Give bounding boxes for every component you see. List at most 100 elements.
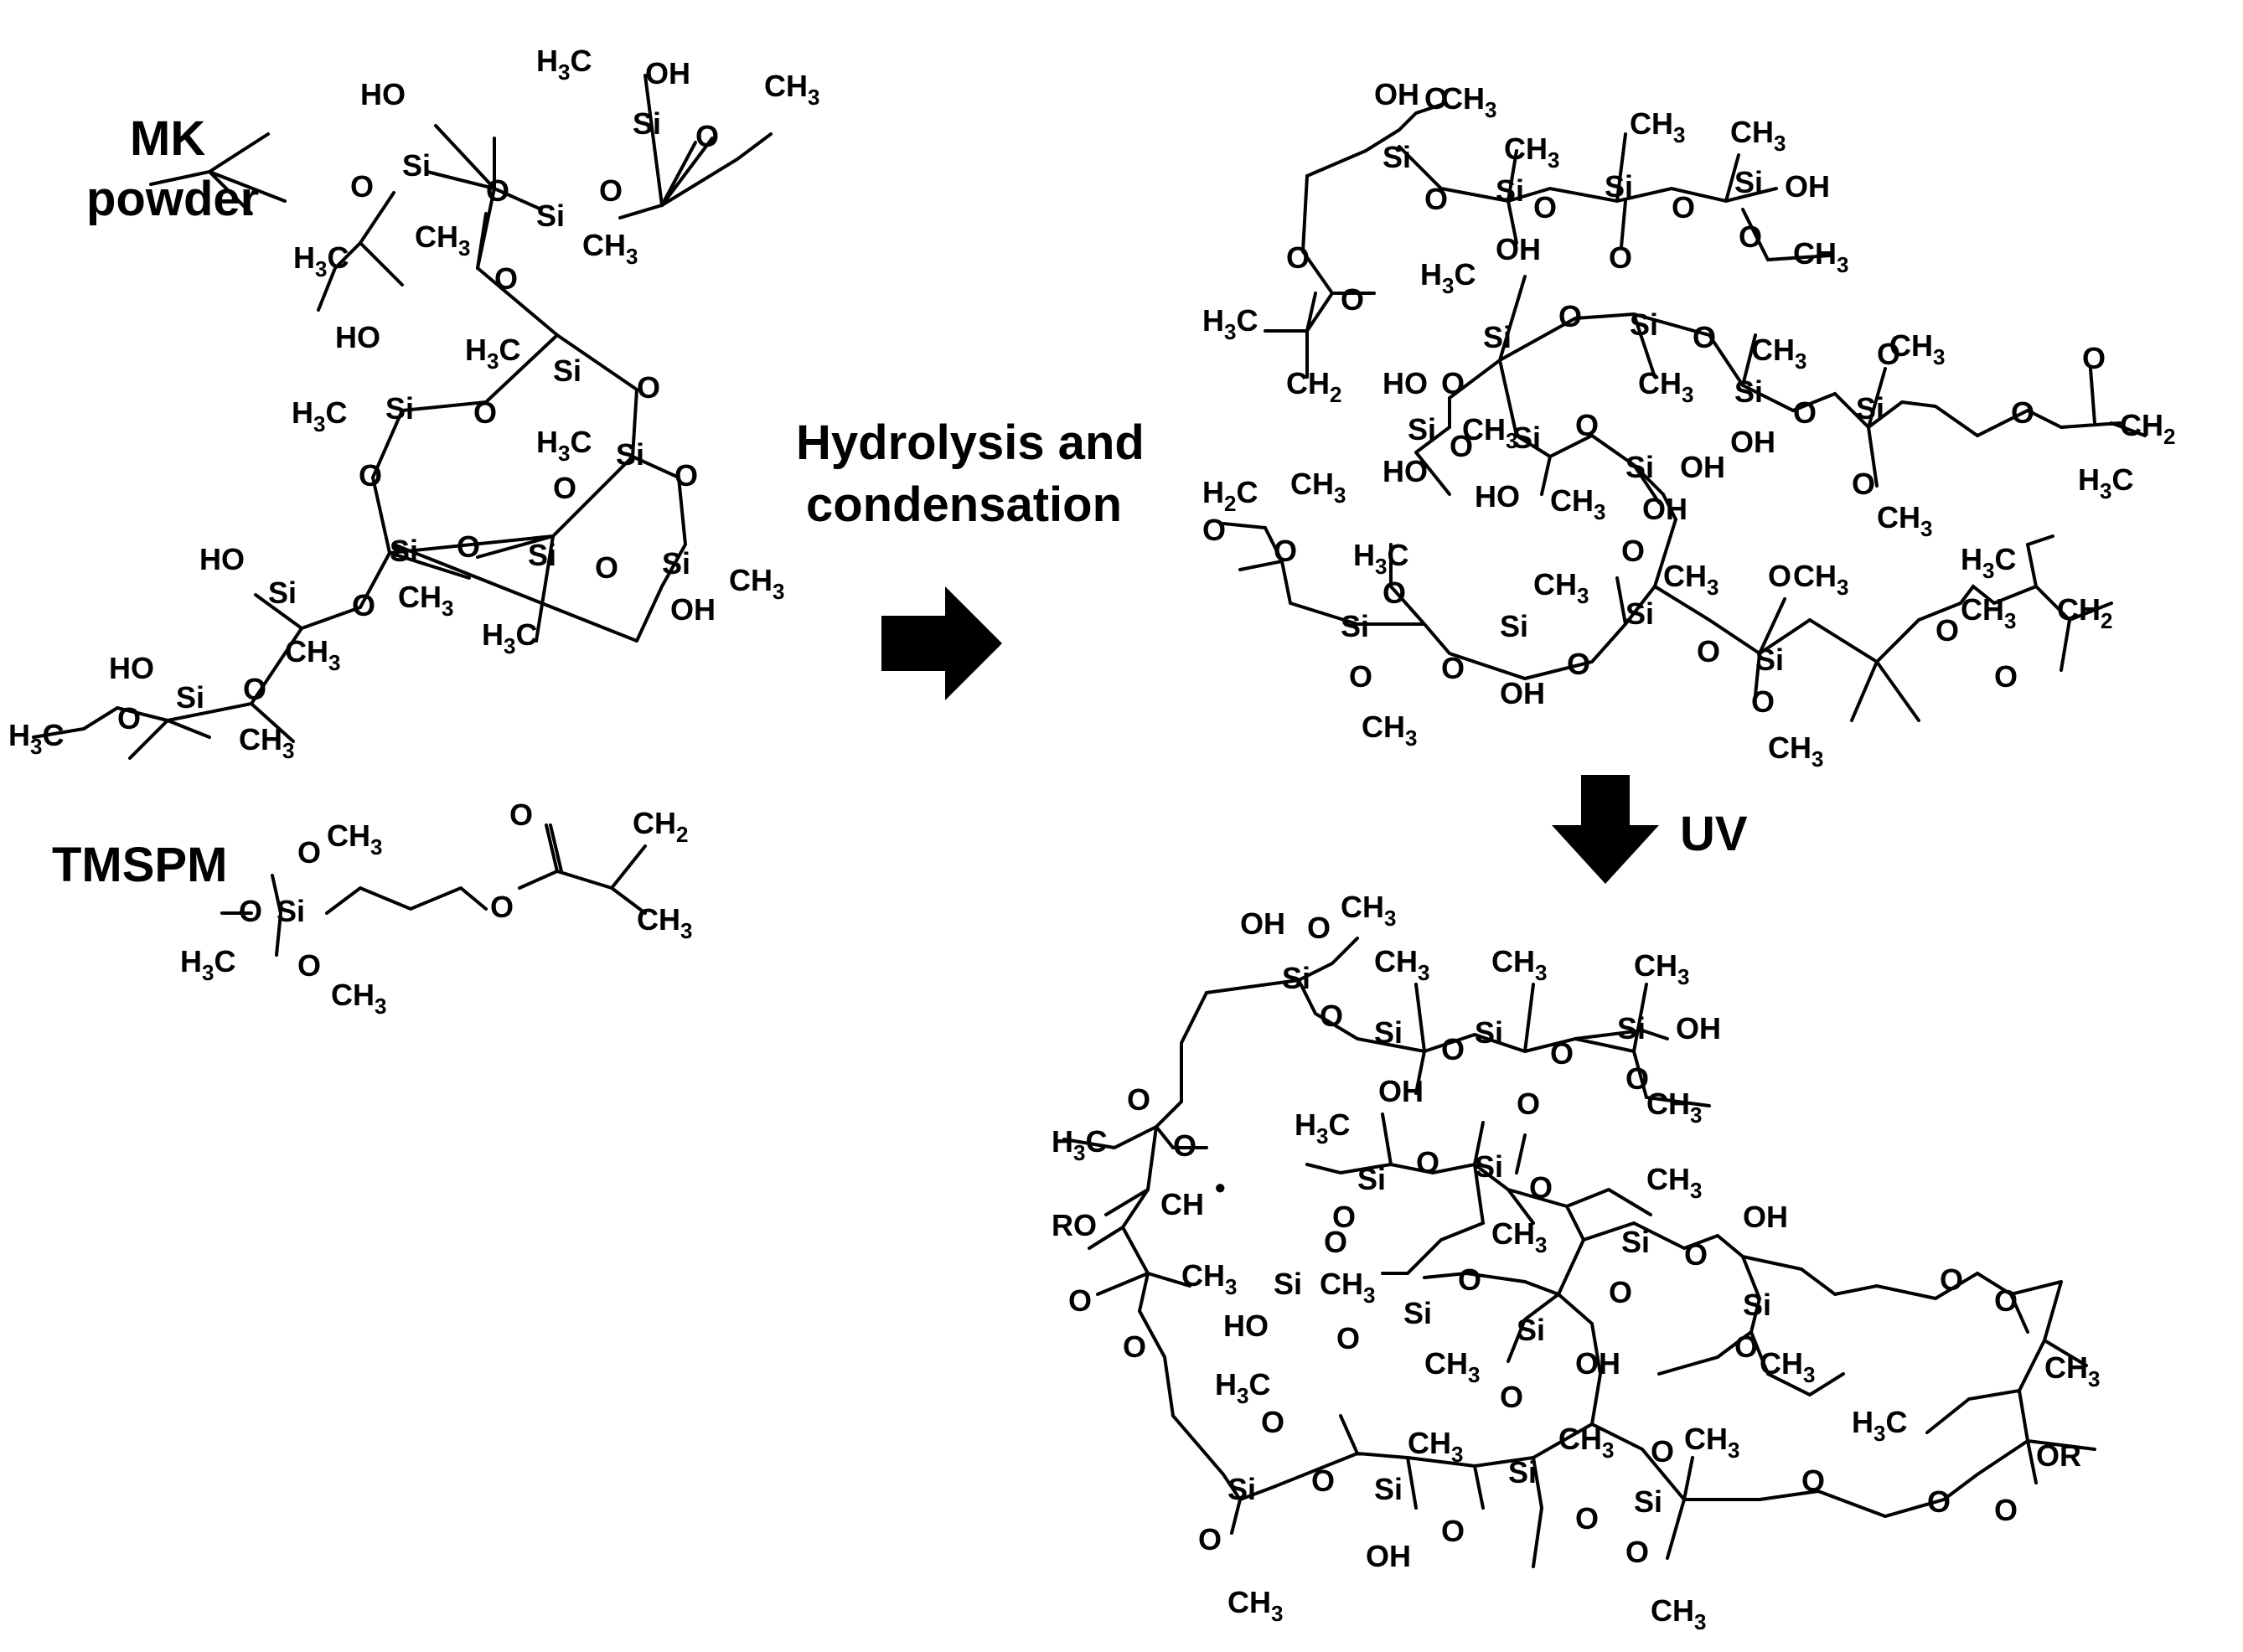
svg-text:Si: Si — [268, 576, 297, 610]
svg-text:Si: Si — [385, 391, 414, 426]
svg-text:H3C: H3C — [293, 240, 349, 281]
svg-text:CH3: CH3 — [1362, 710, 1417, 751]
svg-text:Si: Si — [1605, 169, 1633, 204]
svg-text:H3C: H3C — [1961, 542, 2016, 583]
svg-text:Si: Si — [1856, 391, 1884, 426]
mk-atoms: HO Si O O H3C CH3 Si CH3 H3C OH Si O CH3… — [8, 44, 819, 763]
svg-text:O: O — [1693, 320, 1716, 354]
svg-text:Si: Si — [1734, 165, 1763, 199]
svg-text:O: O — [1517, 1087, 1540, 1121]
svg-text:CH: CH — [1160, 1187, 1204, 1221]
svg-text:Si: Si — [1634, 1484, 1662, 1519]
hybrid-sol-structure: OH O CH3 Si O CH3 Si O OH CH3 Si O CH3 S… — [1202, 77, 2175, 772]
svg-text:RO: RO — [1052, 1208, 1097, 1242]
svg-text:O: O — [2011, 395, 2034, 430]
svg-text:OH: OH — [1366, 1539, 1411, 1573]
svg-text:HO: HO — [1223, 1309, 1269, 1343]
svg-text:CH3: CH3 — [398, 580, 453, 621]
svg-text:CH3: CH3 — [1408, 1426, 1463, 1467]
step1-label-line2: condensation — [806, 478, 1122, 532]
svg-text:HO: HO — [1382, 366, 1428, 400]
svg-text:O: O — [486, 173, 509, 208]
svg-text:CH3: CH3 — [1374, 944, 1429, 985]
svg-text:O: O — [1261, 1405, 1284, 1439]
svg-text:Si: Si — [176, 680, 204, 715]
mk-bonds — [32, 74, 773, 760]
svg-text:O: O — [553, 471, 576, 505]
svg-text:O: O — [1198, 1522, 1222, 1556]
svg-text:CH3: CH3 — [1441, 81, 1496, 122]
svg-text:CH3: CH3 — [1793, 559, 1848, 600]
svg-text:H3C: H3C — [1353, 538, 1408, 579]
svg-text:O: O — [1625, 1061, 1649, 1096]
svg-text:Si: Si — [1227, 1472, 1256, 1506]
svg-text:CH3: CH3 — [1877, 500, 1932, 541]
svg-text:O: O — [509, 798, 533, 832]
svg-text:O: O — [1307, 911, 1331, 945]
tmspm-bonds — [220, 823, 647, 957]
svg-text:O: O — [297, 835, 321, 870]
svg-text:CH3: CH3 — [764, 69, 819, 110]
svg-text:Si: Si — [1475, 1149, 1503, 1184]
svg-text:Si: Si — [1621, 1225, 1650, 1259]
svg-text:O: O — [1349, 659, 1372, 694]
svg-text:O: O — [1609, 1275, 1632, 1309]
svg-text:CH3: CH3 — [1651, 1593, 1706, 1634]
svg-text:O: O — [1416, 1145, 1439, 1180]
step1-label-line1: Hydrolysis and — [796, 416, 1145, 470]
svg-text:•: • — [1215, 1170, 1226, 1205]
svg-text:O: O — [1127, 1082, 1150, 1117]
svg-text:Si: Si — [1483, 320, 1512, 354]
svg-text:HO: HO — [1475, 479, 1520, 514]
svg-text:O: O — [1068, 1283, 1092, 1318]
svg-text:CH2: CH2 — [1286, 366, 1341, 407]
svg-text:HO: HO — [360, 77, 406, 111]
svg-text:HO: HO — [109, 651, 154, 685]
svg-text:OH: OH — [1730, 425, 1775, 459]
svg-text:CH3: CH3 — [1630, 106, 1685, 147]
crosslinked-network-structure: OH O CH3 Si O CH3 Si O OH CH3 Si O CH3 S… — [1052, 890, 2100, 1634]
svg-text:O: O — [1994, 659, 2018, 694]
svg-text:O: O — [1550, 1036, 1574, 1071]
svg-text:Si: Si — [616, 437, 644, 472]
svg-text:O: O — [1651, 1434, 1674, 1469]
svg-text:O: O — [1575, 408, 1599, 442]
svg-text:O: O — [1768, 559, 1791, 593]
svg-text:CH3: CH3 — [1491, 1216, 1547, 1257]
svg-text:O: O — [1274, 534, 1297, 568]
svg-text:O: O — [473, 395, 497, 430]
svg-text:Si: Si — [662, 546, 690, 581]
svg-text:CH3: CH3 — [1504, 132, 1559, 173]
svg-text:O: O — [1458, 1262, 1481, 1297]
svg-text:O: O — [1441, 651, 1465, 685]
svg-text:Si: Si — [1755, 643, 1784, 677]
svg-text:O: O — [1625, 1535, 1649, 1569]
svg-text:O: O — [1609, 240, 1632, 275]
down-arrow — [1552, 775, 1659, 884]
svg-text:HO: HO — [199, 542, 245, 576]
svg-text:O: O — [1173, 1128, 1196, 1163]
network-bonds — [1062, 937, 2096, 1568]
svg-text:O: O — [352, 588, 375, 622]
svg-text:O: O — [1567, 647, 1590, 681]
svg-text:CH3: CH3 — [1424, 1346, 1480, 1387]
svg-text:HO: HO — [335, 320, 380, 354]
mk-label-line1: MK — [130, 111, 205, 166]
svg-text:O: O — [1500, 1380, 1523, 1414]
svg-text:OH: OH — [1785, 169, 1830, 204]
svg-text:CH3: CH3 — [1889, 328, 1945, 369]
svg-text:Si: Si — [1743, 1288, 1771, 1322]
svg-text:O: O — [1621, 534, 1645, 568]
svg-text:CH3: CH3 — [331, 978, 386, 1019]
svg-text:OH: OH — [645, 56, 690, 90]
svg-text:Si: Si — [1625, 450, 1654, 484]
svg-text:OH: OH — [1680, 450, 1725, 484]
svg-text:O: O — [297, 948, 321, 983]
svg-text:H3C: H3C — [465, 333, 520, 374]
svg-text:CH3: CH3 — [1751, 333, 1806, 374]
svg-text:Si: Si — [1734, 374, 1763, 409]
svg-text:CH3: CH3 — [1462, 412, 1517, 453]
svg-text:O: O — [1324, 1225, 1347, 1259]
svg-text:CH3: CH3 — [1320, 1267, 1375, 1308]
svg-text:Si: Si — [1508, 1455, 1537, 1489]
